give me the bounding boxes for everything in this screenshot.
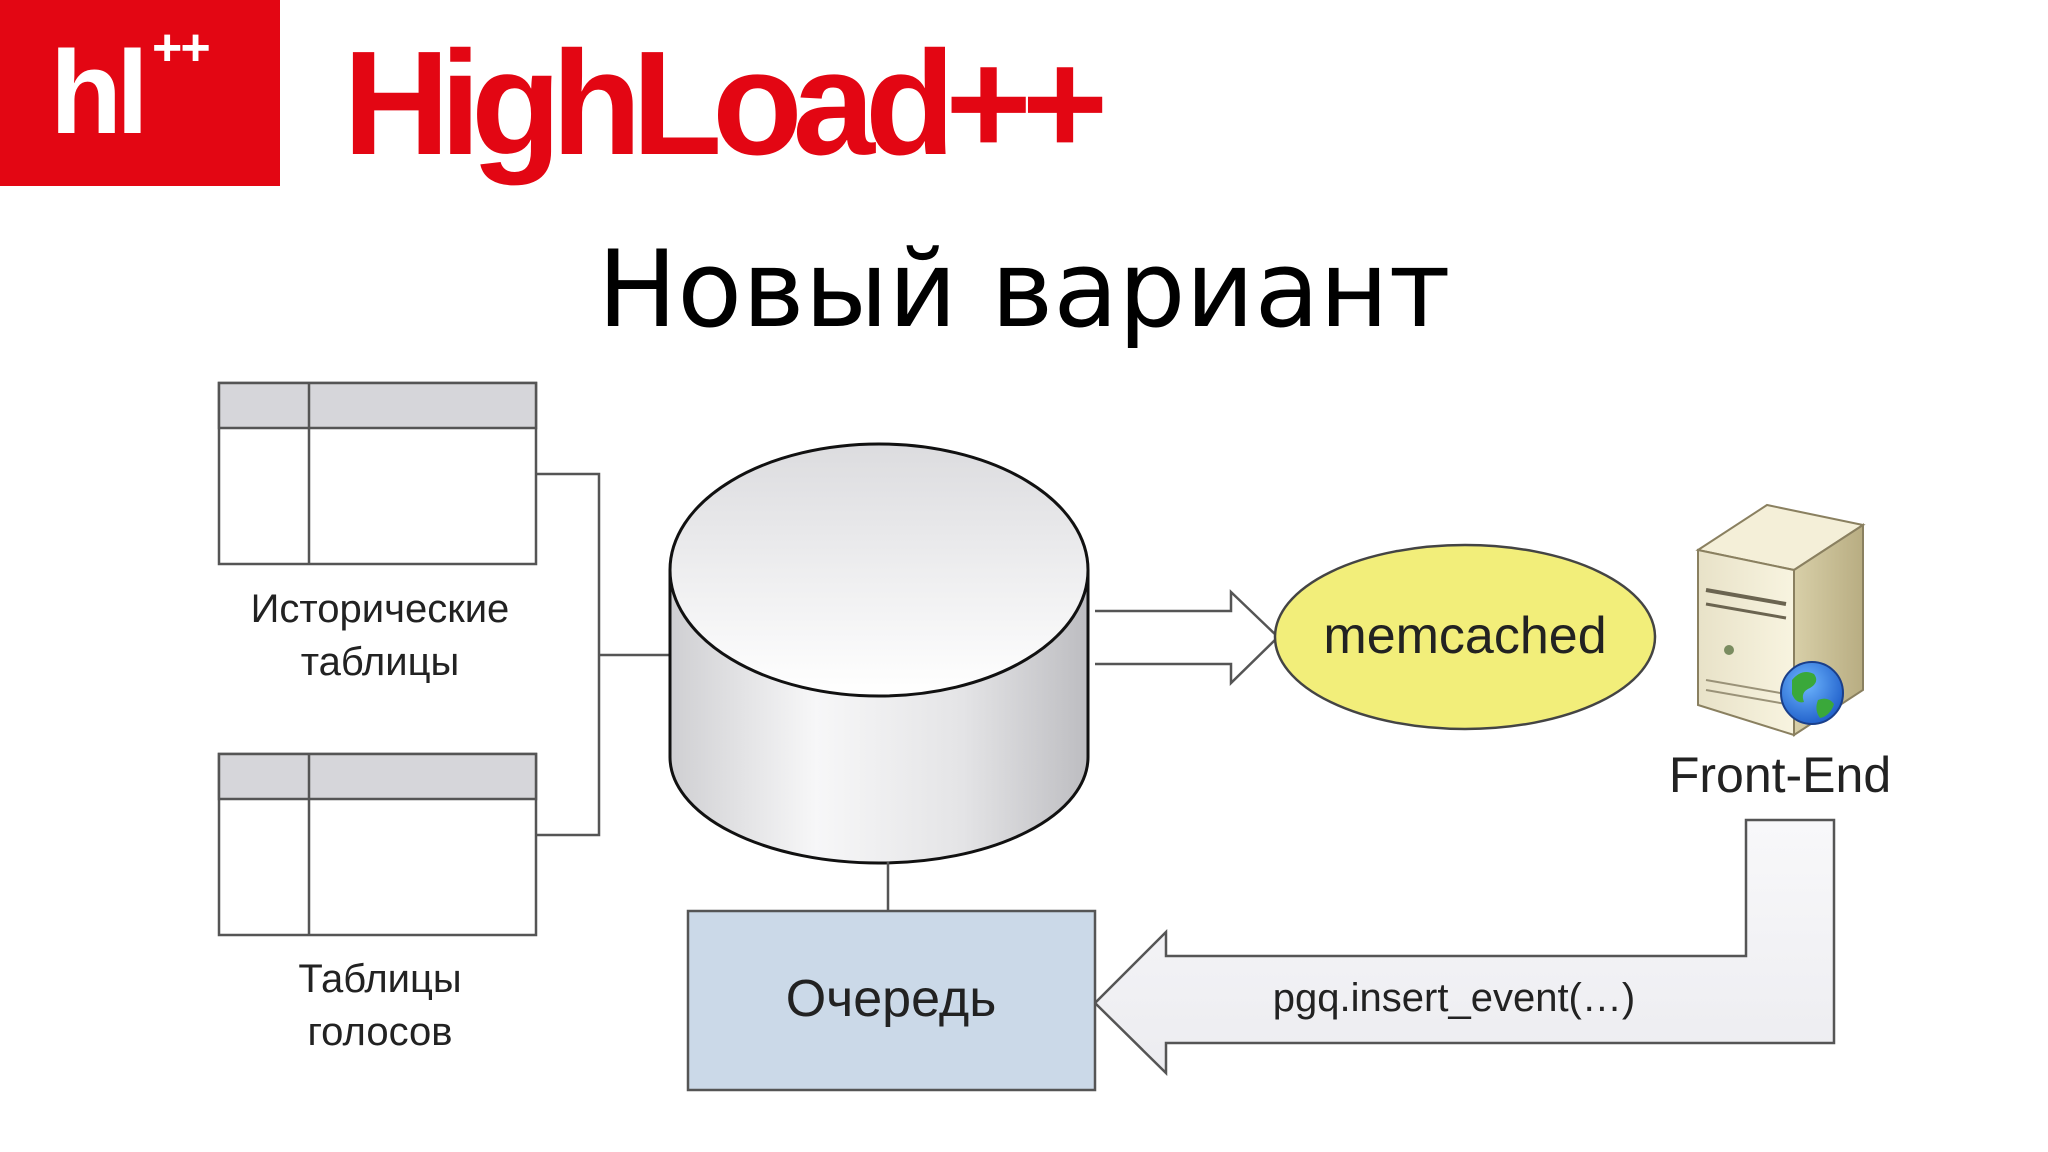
globe-icon	[1780, 661, 1844, 725]
insert-event-label: pgq.insert_event(…)	[1273, 976, 1635, 1020]
frontend-queue-arrow	[1093, 818, 1836, 1076]
historical-table-icon	[217, 381, 538, 566]
logo-mark-sup: ++	[152, 19, 211, 77]
vote-tables-label-line1: Таблицы	[298, 957, 461, 1001]
slide-title: Новый вариант	[597, 228, 1451, 351]
historical-tables-label-line2: таблицы	[301, 640, 460, 684]
brand-wordmark: HighLoad++	[343, 21, 1108, 186]
logo-mark: hl	[50, 27, 149, 159]
database-cylinder-icon	[668, 442, 1090, 865]
memcached-label: memcached	[1323, 607, 1606, 665]
queue-box	[686, 909, 1097, 1092]
historical-tables-label-line1: Исторические	[251, 587, 510, 631]
db-memcached-arrow	[1095, 589, 1280, 686]
tables-connector	[536, 472, 670, 837]
votes-table-icon	[217, 752, 538, 937]
vote-tables-label-line2: голосов	[307, 1010, 452, 1054]
logo-badge: hl ++	[0, 0, 280, 186]
frontend-label: Front-End	[1669, 747, 1891, 803]
memcached-node	[1273, 543, 1657, 731]
queue-label: Очередь	[786, 970, 997, 1028]
